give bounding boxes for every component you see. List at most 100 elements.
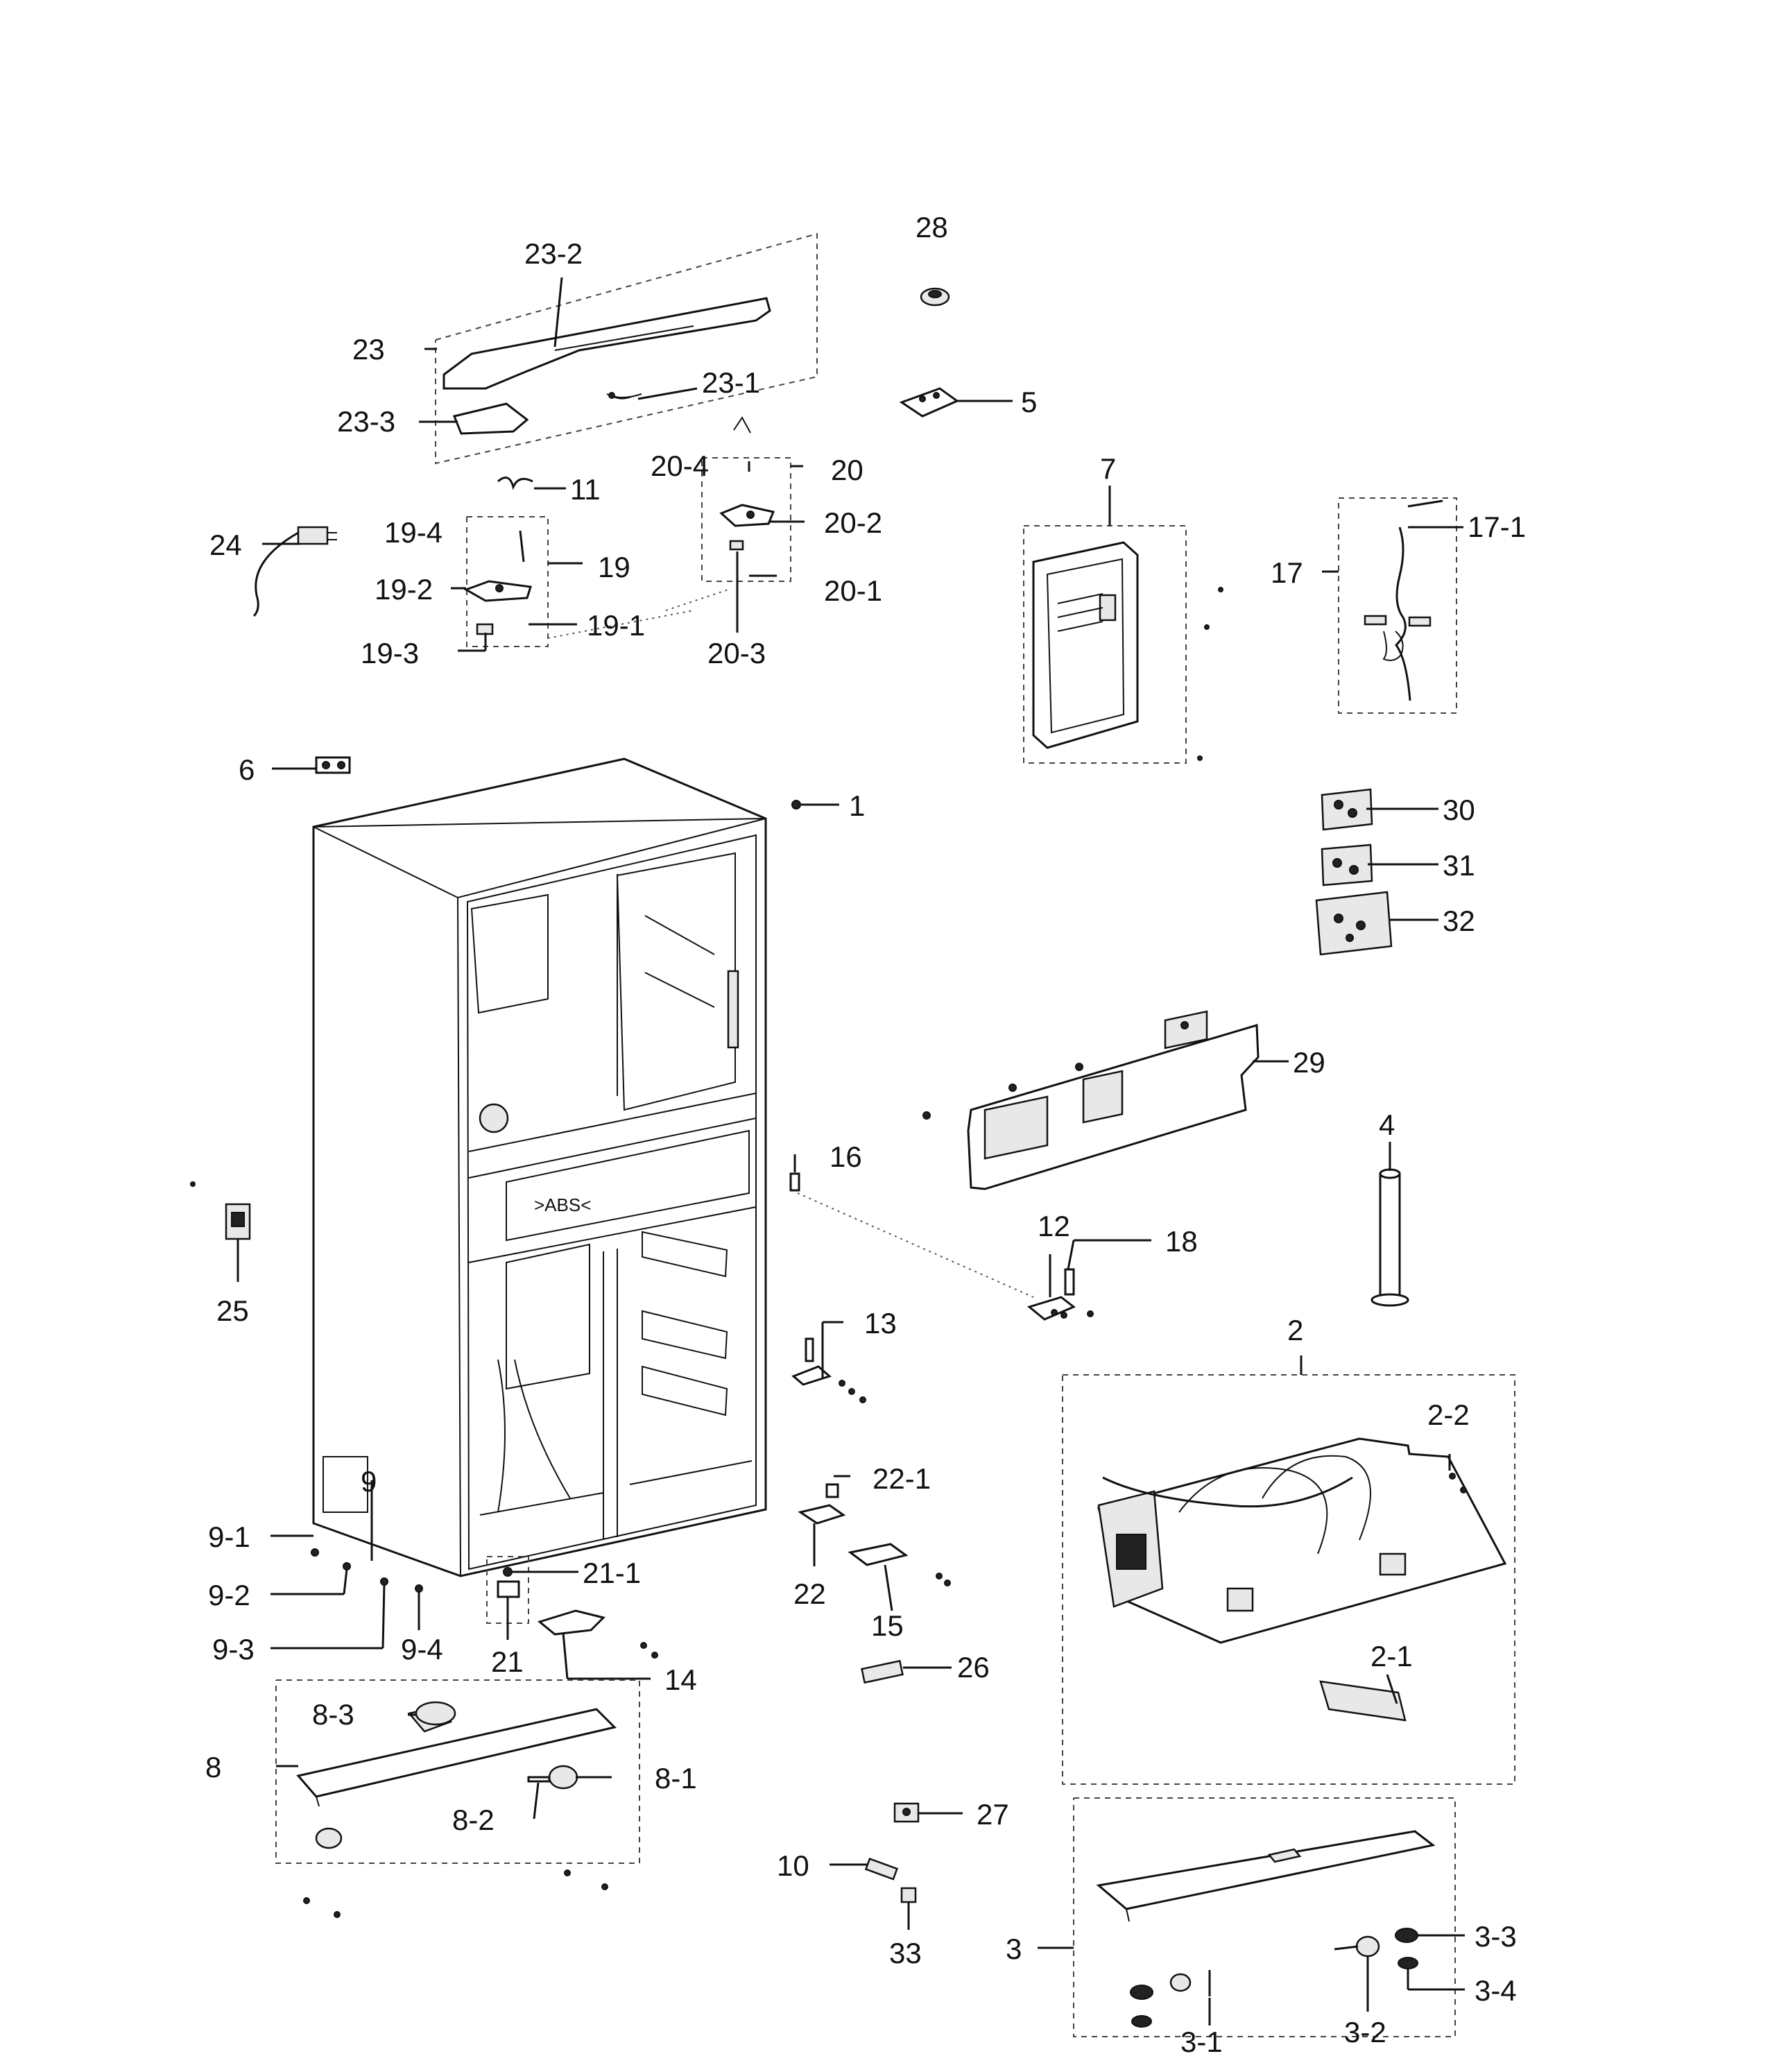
label-4: 4 xyxy=(1379,1108,1395,1141)
part-27-clamp xyxy=(893,1802,920,1823)
label-16: 16 xyxy=(830,1140,862,1173)
label-19-2: 19-2 xyxy=(375,573,433,606)
label-8: 8 xyxy=(205,1751,221,1783)
part-10-valve xyxy=(864,1858,899,1881)
label-32: 32 xyxy=(1443,905,1475,937)
label-17-1: 17-1 xyxy=(1468,511,1526,543)
part-26-fitting xyxy=(861,1659,904,1684)
label-13: 13 xyxy=(864,1307,897,1339)
part-14-bracket xyxy=(537,1609,605,1636)
label-3-1: 3-1 xyxy=(1180,2026,1223,2058)
label-3-4: 3-4 xyxy=(1475,1974,1517,2007)
part-17-group-outline xyxy=(1338,497,1457,714)
label-14: 14 xyxy=(664,1663,697,1696)
part-9-4-screw xyxy=(415,1584,423,1593)
label-3-2: 3-2 xyxy=(1344,2016,1386,2048)
label-12: 12 xyxy=(1038,1210,1070,1242)
part-15-hinge xyxy=(848,1543,951,1586)
label-19-1: 19-1 xyxy=(587,609,645,642)
label-21-1: 21-1 xyxy=(583,1557,641,1589)
label-19-4: 19-4 xyxy=(384,516,442,549)
part-3-group-outline xyxy=(1073,1797,1456,2037)
part-22-hinge xyxy=(798,1483,846,1525)
part-8-group-outline xyxy=(275,1679,640,1864)
label-22-1: 22-1 xyxy=(873,1462,931,1495)
label-31: 31 xyxy=(1443,849,1475,882)
part-3-base-rail xyxy=(1096,1830,1436,1922)
part-29-screws xyxy=(922,1021,1189,1120)
part-11-cable-clip xyxy=(497,477,533,490)
label-26: 26 xyxy=(957,1651,990,1684)
part-3-3-roller xyxy=(1395,1928,1418,1943)
label-25: 25 xyxy=(216,1294,249,1327)
label-5: 5 xyxy=(1021,386,1037,418)
hinge-19-plate xyxy=(463,580,532,635)
label-2-1: 2-1 xyxy=(1371,1640,1413,1672)
part-29-rear-cover xyxy=(967,1010,1260,1190)
part-23-1-connector xyxy=(608,392,632,400)
part-2-compressor-base xyxy=(1097,1437,1507,1644)
part-25-switch xyxy=(225,1203,251,1240)
label-20: 20 xyxy=(831,454,863,486)
label-9-4: 9-4 xyxy=(401,1633,443,1666)
label-23: 23 xyxy=(352,333,385,366)
label-29: 29 xyxy=(1293,1046,1325,1079)
label-7: 7 xyxy=(1100,452,1116,485)
label-10: 10 xyxy=(777,1849,809,1882)
part-9-2-screw xyxy=(343,1562,351,1570)
label-19-3: 19-3 xyxy=(361,637,419,669)
label-17: 17 xyxy=(1271,556,1303,589)
label-27: 27 xyxy=(977,1798,1009,1831)
part-21-group-outline xyxy=(486,1556,529,1624)
cabinet-mark: >ABS< xyxy=(534,1195,591,1215)
label-8-1: 8-1 xyxy=(655,1762,697,1795)
part-8-3-cover xyxy=(415,1701,456,1726)
part-5-hinge-block xyxy=(899,387,960,418)
part-21-bracket xyxy=(497,1567,520,1598)
label-18: 18 xyxy=(1165,1225,1198,1258)
part-2-group-outline xyxy=(1062,1374,1515,1785)
top-cover-bracket xyxy=(452,402,529,435)
part-7-back-panel xyxy=(1032,541,1139,749)
label-20-2: 20-2 xyxy=(824,506,882,539)
part-3-4-washer xyxy=(1398,1957,1418,1969)
hinge-20-plate xyxy=(719,504,775,551)
label-23-3: 23-3 xyxy=(337,405,395,438)
label-9-3: 9-3 xyxy=(212,1633,255,1666)
hinge-19-group-outline xyxy=(466,516,549,647)
part-4-pipe xyxy=(1371,1168,1409,1307)
part-12-lower-hinge xyxy=(1026,1296,1094,1321)
part-33-cap xyxy=(900,1887,917,1903)
part-8-roller-front xyxy=(315,1827,343,1849)
part-17-sensor-wire xyxy=(1364,499,1443,701)
part-31-pcb xyxy=(1321,844,1373,887)
part-30-pcb xyxy=(1321,788,1373,831)
part-7-group-outline xyxy=(1023,525,1187,764)
part-2-1-strip xyxy=(1319,1680,1407,1722)
label-33: 33 xyxy=(889,1937,922,1969)
label-3: 3 xyxy=(1006,1933,1022,1965)
label-20-1: 20-1 xyxy=(824,574,882,607)
label-8-2: 8-2 xyxy=(452,1804,495,1836)
label-30: 30 xyxy=(1443,794,1475,826)
label-23-2: 23-2 xyxy=(524,237,583,270)
part-9-3-screw xyxy=(380,1577,388,1586)
label-21: 21 xyxy=(491,1645,524,1678)
label-19: 19 xyxy=(598,551,630,583)
part-8-1-roller xyxy=(548,1765,578,1790)
hinge-20-group-outline xyxy=(701,457,791,582)
label-24: 24 xyxy=(209,529,242,561)
part-3-2-roller xyxy=(1334,1935,1380,1958)
label-2-2: 2-2 xyxy=(1427,1398,1470,1431)
label-15: 15 xyxy=(871,1609,904,1642)
part-24-power-cord xyxy=(252,526,337,617)
part-28-round-cap xyxy=(920,287,950,307)
part-13-hinge xyxy=(791,1337,866,1403)
cabinet-body: >ABS< xyxy=(312,757,767,1577)
label-1: 1 xyxy=(849,789,865,822)
part-6-small-bracket xyxy=(315,756,351,774)
part-9-1-screw xyxy=(311,1548,319,1557)
label-9: 9 xyxy=(361,1465,377,1498)
top-cover-plate xyxy=(442,297,771,398)
label-3-3: 3-3 xyxy=(1475,1920,1517,1953)
